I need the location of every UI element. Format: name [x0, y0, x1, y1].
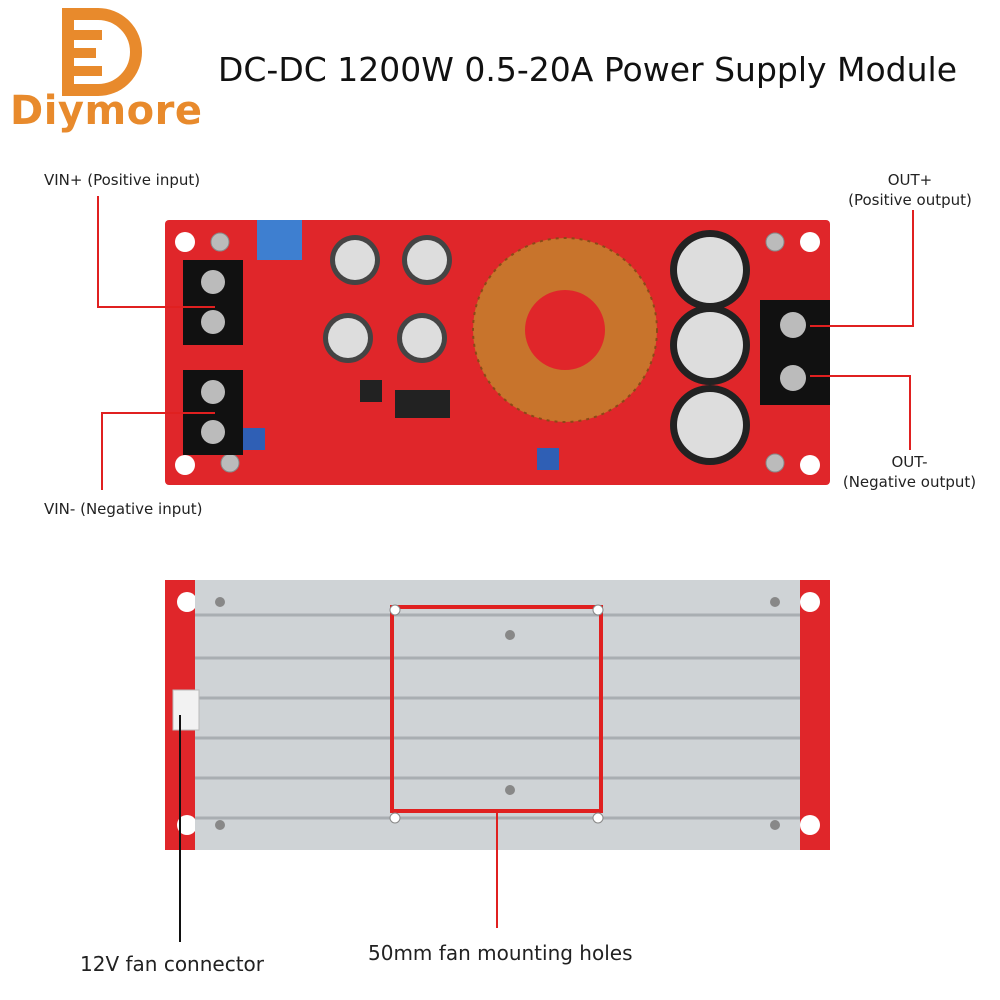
- fan-connector-label: 12V fan connector: [80, 952, 265, 976]
- page-title: DC-DC 1200W 0.5-20A Power Supply Module: [217, 50, 958, 89]
- fan-holes-label: 50mm fan mounting holes: [368, 941, 633, 965]
- out-positive-title: OUT+: [887, 171, 933, 189]
- vin-negative-label: VIN- (Negative input): [44, 500, 203, 518]
- brand-name: Diymore: [10, 88, 203, 134]
- out-negative-title: OUT-: [891, 453, 928, 471]
- heatsink-image: [165, 580, 830, 850]
- out-positive-desc: (Positive output): [848, 191, 972, 209]
- diymore-logo-icon: [62, 7, 142, 96]
- pcb-board-image: [165, 220, 830, 485]
- out-negative-label: OUT- (Negative output): [832, 452, 987, 492]
- out-negative-desc: (Negative output): [842, 473, 977, 491]
- brand-logo: [8, 7, 208, 138]
- out-positive-label: OUT+ (Positive output): [835, 170, 985, 210]
- vin-positive-label: VIN+ (Positive input): [44, 171, 201, 189]
